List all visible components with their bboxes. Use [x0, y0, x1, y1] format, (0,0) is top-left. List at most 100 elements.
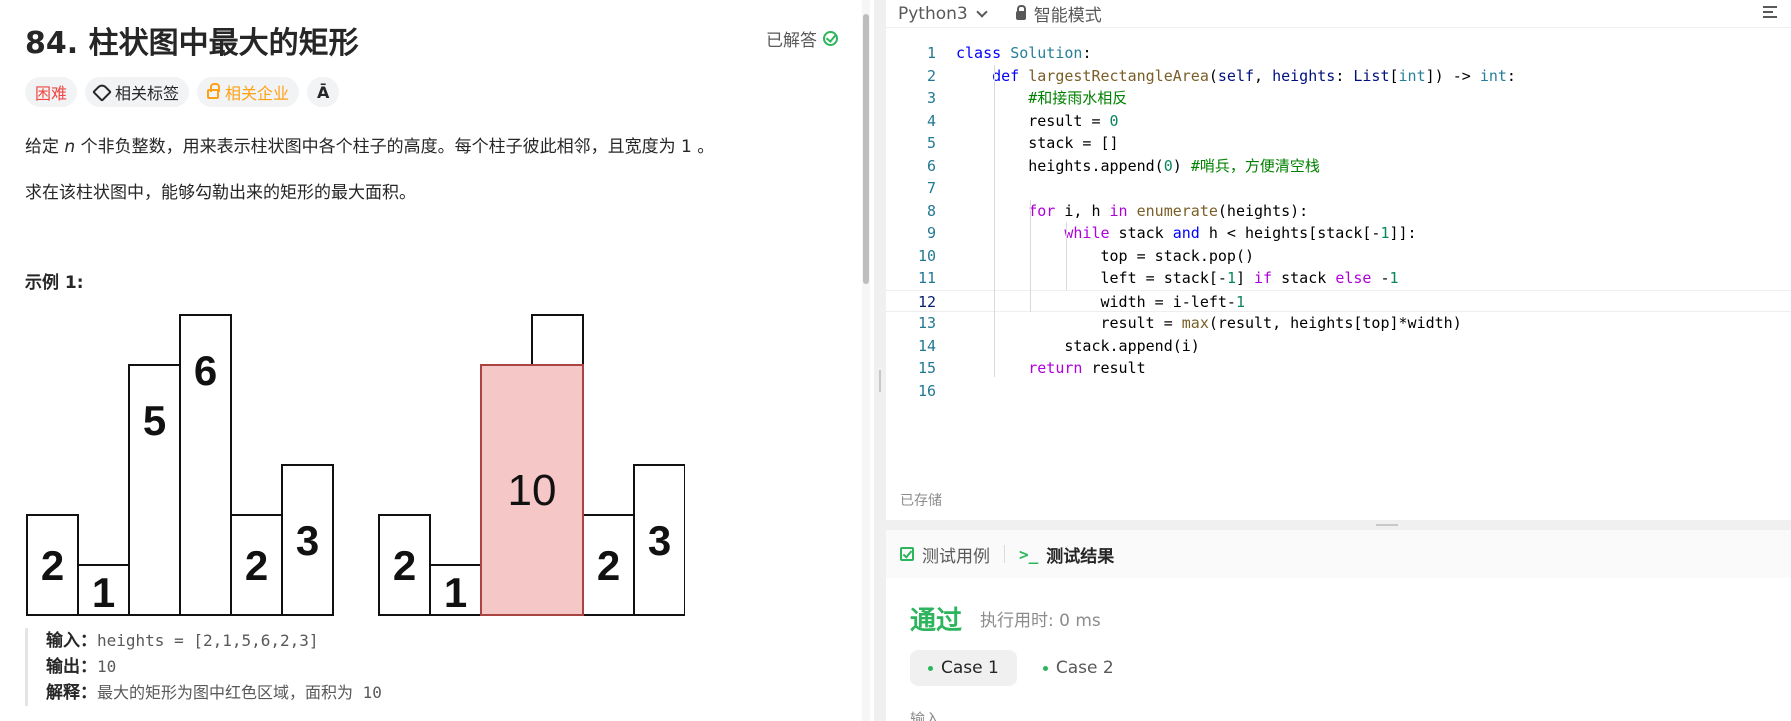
- code-line[interactable]: 7: [886, 177, 1791, 200]
- code-line[interactable]: 8 for i, h in enumerate(heights):: [886, 200, 1791, 223]
- language-select[interactable]: Python3: [898, 3, 988, 24]
- code-line[interactable]: 5 stack = []: [886, 132, 1791, 155]
- description-paragraph-2: 求在该柱状图中，能够勾勒出来的矩形的最大面积。: [25, 183, 416, 203]
- code-text: left = stack[-1] if stack else -1: [956, 269, 1399, 287]
- max-rectangle-highlight: [480, 364, 584, 616]
- code-line[interactable]: 6 heights.append(0) #哨兵，方便清空栈: [886, 155, 1791, 178]
- solved-status: 已解答: [766, 26, 838, 51]
- code-editor-panel: Python3 智能模式 1 class Solution: 2 def larg…: [886, 0, 1791, 520]
- case-1-label: Case 1: [941, 658, 999, 678]
- code-line[interactable]: 16: [886, 380, 1791, 403]
- solved-label: 已解答: [766, 31, 817, 51]
- menu-icon[interactable]: [1763, 6, 1777, 20]
- desc1-pre: 给定: [25, 137, 65, 157]
- histogram-bar: [77, 564, 130, 616]
- tab-test-result[interactable]: >_ 测试结果: [1005, 542, 1128, 567]
- language-label: Python3: [898, 3, 968, 24]
- resize-grip: [879, 370, 881, 392]
- description-scrollbar[interactable]: [862, 0, 870, 721]
- input-section-label: 输入: [910, 710, 941, 721]
- code-text: class Solution:: [956, 44, 1092, 62]
- related-companies-button[interactable]: 相关企业: [197, 77, 300, 107]
- scrollbar-thumb[interactable]: [863, 14, 869, 284]
- histogram-bar: [230, 514, 283, 616]
- histogram-bar: [281, 464, 334, 616]
- code-text: result = max(result, heights[top]*width): [956, 314, 1462, 332]
- line-number: 7: [926, 179, 936, 197]
- case-2-label: Case 2: [1055, 658, 1114, 678]
- line-number: 9: [926, 224, 936, 242]
- line-number: 6: [926, 156, 936, 175]
- code-text: def largestRectangleArea(self, heights: …: [992, 66, 1516, 85]
- code-line[interactable]: 15 return result: [886, 357, 1791, 380]
- code-line[interactable]: 14 stack.append(i): [886, 335, 1791, 358]
- code-text: top = stack.pop(): [956, 246, 1255, 265]
- code-text: stack = []: [956, 134, 1119, 152]
- case-1-tab[interactable]: Case 1: [910, 650, 1017, 686]
- code-text: stack.append(i): [956, 336, 1200, 355]
- terminal-icon: >_: [1019, 544, 1039, 564]
- histogram-bar: [633, 464, 685, 616]
- check-circle-icon: [823, 31, 838, 46]
- histogram-bar: [26, 514, 79, 616]
- line-number: 14: [917, 336, 936, 355]
- translate-button[interactable]: Ā: [307, 77, 340, 107]
- code-line-active[interactable]: 12 width = i-left-1: [886, 289, 1791, 312]
- code-text: result = 0: [956, 111, 1119, 130]
- difficulty-label: 困难: [35, 84, 68, 103]
- bar-value-label: 3: [296, 517, 319, 564]
- output-value: 10: [97, 657, 117, 676]
- tag-icon: [92, 82, 112, 102]
- histogram-bar: [429, 564, 482, 616]
- tab-divider: [1004, 545, 1005, 563]
- line-number: 5: [926, 134, 936, 152]
- code-line[interactable]: 1 class Solution:: [886, 42, 1791, 65]
- bar-value-label: 2: [393, 542, 416, 589]
- code-line[interactable]: 13 result = max(result, heights[top]*wid…: [886, 312, 1791, 335]
- code-area[interactable]: 1 class Solution: 2 def largestRectangleA…: [886, 42, 1791, 402]
- code-line[interactable]: 10 top = stack.pop(): [886, 245, 1791, 268]
- translate-icon: Ā: [317, 82, 330, 102]
- bar-value-label: 2: [597, 542, 620, 589]
- case-2-tab[interactable]: Case 2: [1025, 650, 1132, 686]
- histogram-bar: [179, 314, 232, 616]
- bar-value-label: 5: [143, 397, 166, 444]
- results-tabs: 测试用例 >_ 测试结果: [886, 530, 1791, 578]
- explain-value: 最大的矩形为图中红色区域，面积为 10: [97, 683, 382, 702]
- related-tags-button[interactable]: 相关标签: [85, 77, 190, 107]
- code-line[interactable]: 3 #和接雨水相反: [886, 87, 1791, 110]
- bar-value-label: 1: [92, 569, 115, 616]
- pass-dot-icon: [928, 665, 933, 671]
- code-line[interactable]: 11 left = stack[-1] if stack else -1: [886, 267, 1791, 290]
- code-line[interactable]: 4 result = 0: [886, 110, 1791, 133]
- example-output-row: 输出：10: [46, 654, 382, 680]
- code-text: while stack and h < heights[stack[-1]]:: [1064, 224, 1417, 242]
- code-line[interactable]: 2 def largestRectangleArea(self, heights…: [886, 65, 1791, 88]
- line-number: 13: [917, 314, 936, 332]
- line-number: 10: [917, 246, 936, 265]
- smart-mode-toggle[interactable]: 智能模式: [1015, 1, 1102, 26]
- line-number: 12: [917, 292, 936, 311]
- example-input-row: 输入：heights = [2,1,5,6,2,3]: [46, 628, 382, 654]
- line-number: 1: [926, 44, 936, 62]
- input-label: 输入：: [46, 631, 97, 651]
- panel-resize-handle[interactable]: [874, 0, 886, 721]
- results-panel: 测试用例 >_ 测试结果 通过 执行用时: 0 ms Case 1 Case 2…: [886, 530, 1791, 721]
- code-line[interactable]: 9 while stack and h < heights[stack[-1]]…: [886, 222, 1791, 245]
- case-tabs: Case 1 Case 2: [910, 650, 1132, 686]
- editor-toolbar: Python3 智能模式: [886, 0, 1791, 28]
- lock-icon: [207, 83, 221, 99]
- code-text: return result: [1028, 359, 1146, 377]
- saved-status: 已存储: [900, 493, 942, 509]
- tab-testcase[interactable]: 测试用例: [886, 542, 1004, 567]
- line-number: 8: [926, 201, 936, 220]
- difficulty-badge[interactable]: 困难: [25, 77, 78, 107]
- line-number: 2: [926, 66, 936, 85]
- max-area-label: 10: [508, 466, 557, 515]
- editor-results-resize-handle[interactable]: [886, 520, 1791, 530]
- pass-dot-icon: [1042, 665, 1048, 671]
- checkbox-icon: [900, 547, 914, 561]
